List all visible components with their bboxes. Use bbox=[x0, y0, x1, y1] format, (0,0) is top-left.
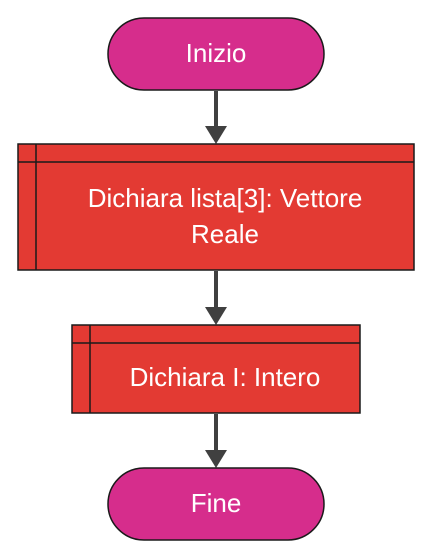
declaration-block-2-shape bbox=[71, 324, 361, 414]
start-terminal: Inizio bbox=[107, 17, 325, 91]
end-terminal-label: Fine bbox=[191, 488, 242, 518]
end-terminal: Fine bbox=[107, 467, 325, 541]
declaration-block-1-shape bbox=[17, 143, 415, 271]
arrowhead-decl1-to-decl2 bbox=[205, 307, 227, 325]
end-terminal-shape bbox=[107, 467, 325, 541]
declaration-block-1: Dichiara lista[3]: Vettore Reale bbox=[17, 143, 415, 271]
declaration-block-1-label-line-1: Dichiara lista[3]: Vettore bbox=[88, 183, 363, 213]
arrowhead-start-to-decl1 bbox=[205, 126, 227, 144]
connectors bbox=[205, 91, 227, 468]
declaration-block-2: Dichiara I: Intero bbox=[71, 324, 361, 414]
start-terminal-label: Inizio bbox=[186, 38, 247, 68]
declaration-block-2-label: Dichiara I: Intero bbox=[130, 362, 321, 392]
start-terminal-shape bbox=[107, 17, 325, 91]
declaration-block-1-label-line-2: Reale bbox=[191, 219, 259, 249]
arrowhead-decl2-to-end bbox=[205, 450, 227, 468]
